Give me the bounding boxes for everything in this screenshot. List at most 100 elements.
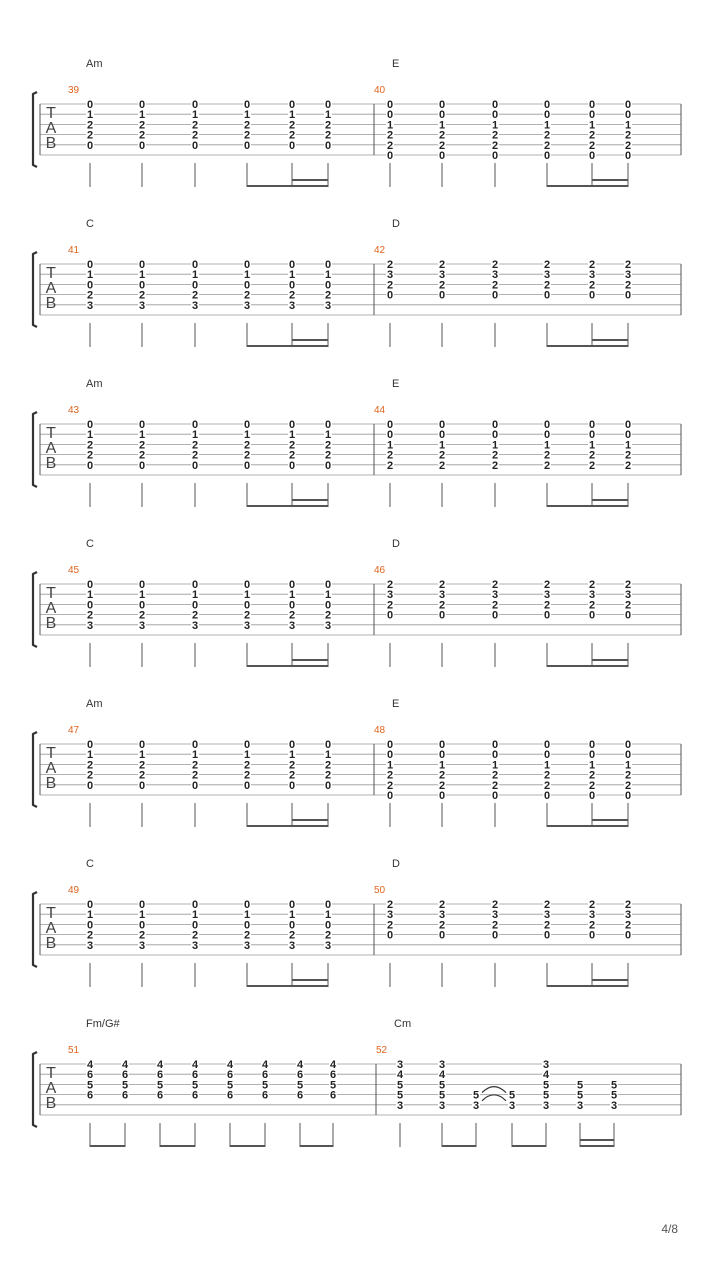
fret-number: 0 xyxy=(325,599,331,611)
fret-number: 0 xyxy=(289,460,295,472)
fret-bg xyxy=(243,289,251,300)
fret-number: 2 xyxy=(492,140,498,152)
fret-number: 2 xyxy=(192,439,198,451)
fret-bg xyxy=(191,289,199,300)
fret-bg xyxy=(491,459,499,470)
fret-bg xyxy=(438,289,446,300)
fret-bg xyxy=(386,419,394,429)
fret-number: 0 xyxy=(387,429,393,441)
fret-number: 2 xyxy=(589,899,595,911)
fret-number: 0 xyxy=(325,899,331,911)
fret-number: 0 xyxy=(544,109,550,121)
fret-number: 0 xyxy=(625,99,631,111)
fret-number: 0 xyxy=(139,419,145,431)
fret-bg xyxy=(86,609,94,620)
fret-number: 3 xyxy=(544,909,550,921)
fret-bg xyxy=(191,919,199,930)
fret-number: 2 xyxy=(289,759,295,771)
fret-number: 2 xyxy=(439,579,445,591)
fret-number: 5 xyxy=(397,1090,403,1102)
beam xyxy=(546,825,629,827)
fret-number: 0 xyxy=(492,150,498,162)
fret-number: 0 xyxy=(625,930,631,942)
fret-number: 2 xyxy=(544,780,550,792)
fret-bg xyxy=(386,150,394,160)
tie-arc xyxy=(481,1094,507,1102)
fret-number: 3 xyxy=(544,589,550,601)
fret-number: 3 xyxy=(139,620,145,632)
fret-number: 5 xyxy=(262,1079,268,1091)
fret-number: 0 xyxy=(625,429,631,441)
fret-bg xyxy=(288,109,296,120)
fret-number: 2 xyxy=(625,770,631,782)
fret-bg xyxy=(543,419,551,429)
fret-bg xyxy=(588,109,596,120)
fret-bg xyxy=(588,419,596,429)
fret-bg xyxy=(491,749,499,760)
fret-bg xyxy=(324,579,332,589)
fret-bg xyxy=(624,739,632,749)
fret-number: 1 xyxy=(139,589,145,601)
fret-number: 2 xyxy=(544,259,550,271)
fret-number: 0 xyxy=(439,109,445,121)
fret-bg xyxy=(542,1079,550,1090)
fret-bg xyxy=(396,1059,404,1069)
fret-bg xyxy=(243,769,251,780)
fret-bg xyxy=(191,259,199,269)
fret-number: 3 xyxy=(611,1100,617,1112)
fret-bg xyxy=(226,1069,234,1080)
fret-number: 2 xyxy=(625,599,631,611)
chord-name: Am xyxy=(86,698,103,710)
fret-bg xyxy=(491,599,499,610)
fret-bg xyxy=(438,1099,446,1110)
fret-bg xyxy=(288,289,296,300)
fret-bg xyxy=(491,109,499,120)
fret-bg xyxy=(491,429,499,440)
fret-bg xyxy=(138,419,146,429)
fret-bg xyxy=(243,589,251,600)
fret-number: 1 xyxy=(325,589,331,601)
fret-bg xyxy=(543,599,551,610)
fret-bg xyxy=(386,99,394,109)
fret-bg xyxy=(86,929,94,940)
fret-number: 2 xyxy=(625,579,631,591)
fret-bg xyxy=(288,749,296,760)
chord-name: Am xyxy=(86,58,103,70)
beam xyxy=(591,819,629,821)
fret-bg xyxy=(386,459,394,470)
fret-number: 0 xyxy=(87,99,93,111)
fret-number: 2 xyxy=(439,919,445,931)
fret-number: 0 xyxy=(244,739,250,751)
fret-bg xyxy=(288,449,296,460)
system-bracket xyxy=(31,731,38,808)
fret-number: 0 xyxy=(439,739,445,751)
beam xyxy=(291,339,329,341)
fret-bg xyxy=(386,259,394,269)
fret-number: 0 xyxy=(87,780,93,792)
fret-bg xyxy=(243,109,251,120)
fret-number: 2 xyxy=(192,930,198,942)
fret-number: 3 xyxy=(87,620,93,632)
fret-number: 1 xyxy=(492,439,498,451)
fret-number: 2 xyxy=(192,610,198,622)
tab-clef-letter: A xyxy=(46,1080,57,1097)
fret-bg xyxy=(576,1099,584,1110)
fret-bg xyxy=(243,259,251,269)
fret-bg xyxy=(261,1059,269,1069)
fret-bg xyxy=(191,109,199,120)
fret-bg xyxy=(438,929,446,940)
fret-bg xyxy=(438,919,446,930)
fret-number: 2 xyxy=(325,450,331,462)
fret-number: 0 xyxy=(139,919,145,931)
fret-bg xyxy=(324,769,332,780)
fret-number: 2 xyxy=(244,130,250,142)
fret-number: 6 xyxy=(262,1069,268,1081)
fret-number: 0 xyxy=(544,419,550,431)
beam xyxy=(291,819,329,821)
fret-bg xyxy=(288,429,296,440)
fret-bg xyxy=(288,759,296,770)
fret-bg xyxy=(324,929,332,940)
